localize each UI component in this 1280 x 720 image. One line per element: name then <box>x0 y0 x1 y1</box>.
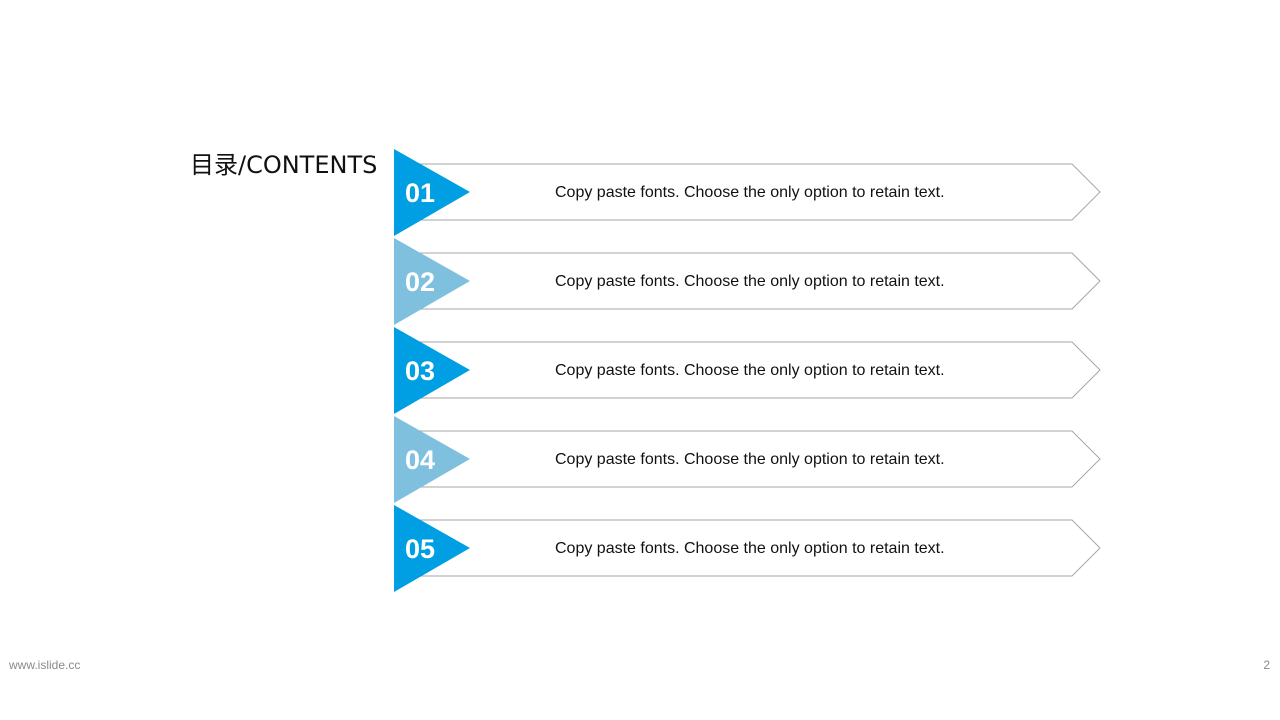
contents-item: 05 Copy paste fonts. Choose the only opti… <box>394 505 1104 593</box>
number-triangle <box>394 238 470 325</box>
contents-item: 02 Copy paste fonts. Choose the only opti… <box>394 238 1104 326</box>
slide-title: 目录/CONTENTS <box>190 151 378 179</box>
item-number: 04 <box>404 445 436 475</box>
contents-item: 03 Copy paste fonts. Choose the only opti… <box>394 327 1104 415</box>
item-graphic <box>394 238 1101 325</box>
number-triangle <box>394 149 470 236</box>
number-triangle <box>394 416 470 503</box>
contents-item: 01 Copy paste fonts. Choose the only opti… <box>394 149 1104 237</box>
item-graphic <box>394 505 1101 592</box>
number-triangle <box>394 327 470 414</box>
item-number: 01 <box>404 178 436 208</box>
item-text: Copy paste fonts. Choose the only option… <box>555 540 945 557</box>
item-text: Copy paste fonts. Choose the only option… <box>555 273 945 290</box>
page-number: 2 <box>1263 658 1270 672</box>
item-text: Copy paste fonts. Choose the only option… <box>555 362 945 379</box>
footer-url: www.islide.cc <box>9 658 81 672</box>
item-graphic <box>394 416 1101 503</box>
item-text: Copy paste fonts. Choose the only option… <box>555 184 945 201</box>
item-graphic <box>394 327 1101 414</box>
item-text: Copy paste fonts. Choose the only option… <box>555 451 945 468</box>
contents-item: 04 Copy paste fonts. Choose the only opti… <box>394 416 1104 504</box>
item-number: 05 <box>404 534 436 564</box>
item-number: 03 <box>404 356 436 386</box>
number-triangle <box>394 505 470 592</box>
item-graphic <box>394 149 1101 236</box>
item-number: 02 <box>404 267 436 297</box>
